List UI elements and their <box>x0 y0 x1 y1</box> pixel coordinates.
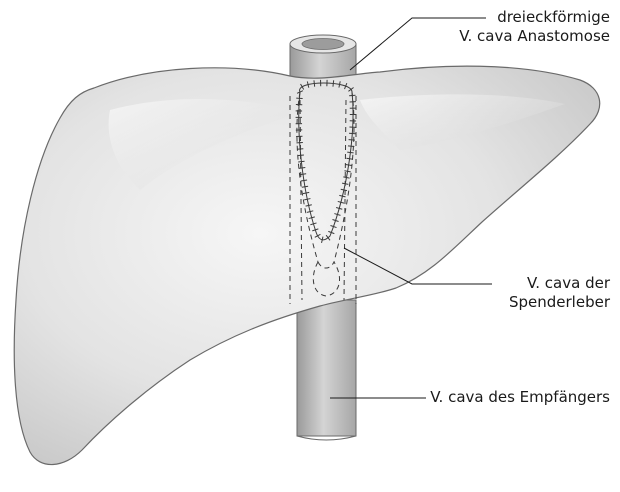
suture-stitch <box>298 155 304 156</box>
label-donor-cava-line2: Spenderleber <box>440 293 610 312</box>
label-recipient-cava-line1: V. cava des Empfängers <box>400 388 610 407</box>
label-anastomosis-line1: dreieckförmige <box>420 8 610 27</box>
suture-stitch <box>298 161 304 162</box>
suture-stitch <box>348 146 354 147</box>
suture-stitch <box>297 149 303 150</box>
recipient-vena-cava <box>297 300 356 440</box>
suture-stitch <box>333 80 334 86</box>
suture-stitch <box>349 140 355 141</box>
label-donor-cava-line1: V. cava der <box>440 274 610 293</box>
label-anastomosis: dreieckförmige V. cava Anastomose <box>420 8 610 46</box>
suture-stitch <box>314 80 315 86</box>
label-anastomosis-line2: V. cava Anastomose <box>420 27 610 46</box>
suture-stitch <box>349 95 355 96</box>
label-donor-cava: V. cava der Spenderleber <box>440 274 610 312</box>
label-recipient-cava: V. cava des Empfängers <box>400 388 610 407</box>
